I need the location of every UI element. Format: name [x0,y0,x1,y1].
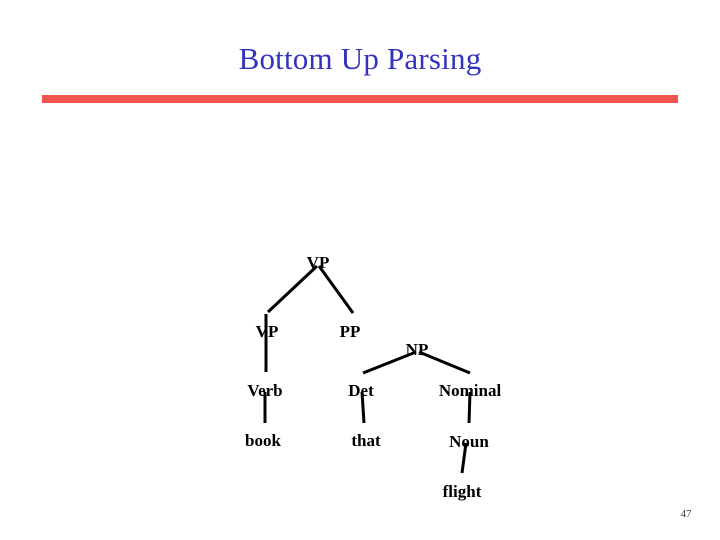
tree-node-that: that [351,431,381,450]
tree-node-pp: PP [339,322,361,341]
tree-edge-vp_top-to-pp [317,265,355,314]
tree-edge-nominal-to-noun [467,391,472,424]
tree-node-vp_mid: VP [255,322,279,341]
tree-node-nominal: Nominal [438,381,502,400]
tree-edge-np-to-nominal [418,350,471,375]
tree-node-vp_top: VP [306,253,330,272]
tree-node-np: NP [405,340,429,359]
tree-node-verb: Verb [247,381,283,400]
tree-edge-noun-to-flight [460,442,468,474]
tree-edge-det-to-that [360,391,366,424]
tree-node-det: Det [348,381,374,400]
tree-edge-np-to-det [362,350,417,375]
tree-node-book: book [245,431,281,450]
tree-node-noun: Noun [449,432,489,451]
title-divider-rule [42,95,678,103]
page-title: Bottom Up Parsing [238,41,482,76]
tree-node-flight: flight [442,482,482,501]
tree-edge-vp_top-to-vp_mid [266,264,319,314]
slide-page-number: 47 [680,508,692,520]
